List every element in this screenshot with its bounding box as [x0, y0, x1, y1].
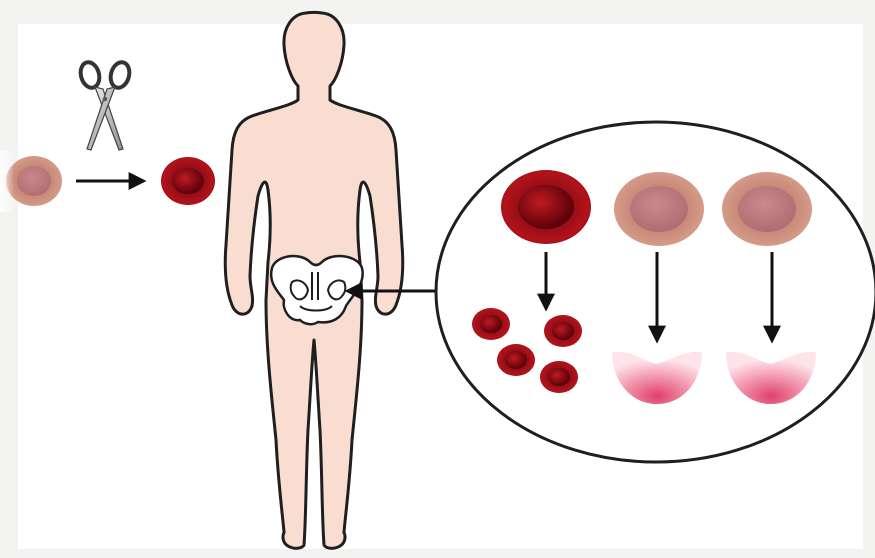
- mature-red-cell-4: [540, 361, 578, 393]
- mature-red-cell-3: [497, 344, 535, 376]
- corrected-normal-cell: [161, 157, 215, 205]
- mature-red-cell-1: [472, 308, 510, 340]
- abnormal-precursor-cell-2: [722, 172, 812, 246]
- normal-precursor-cell: [501, 170, 591, 244]
- mature-red-cell-2: [544, 315, 582, 347]
- abnormal-precursor-cell-1: [614, 172, 704, 246]
